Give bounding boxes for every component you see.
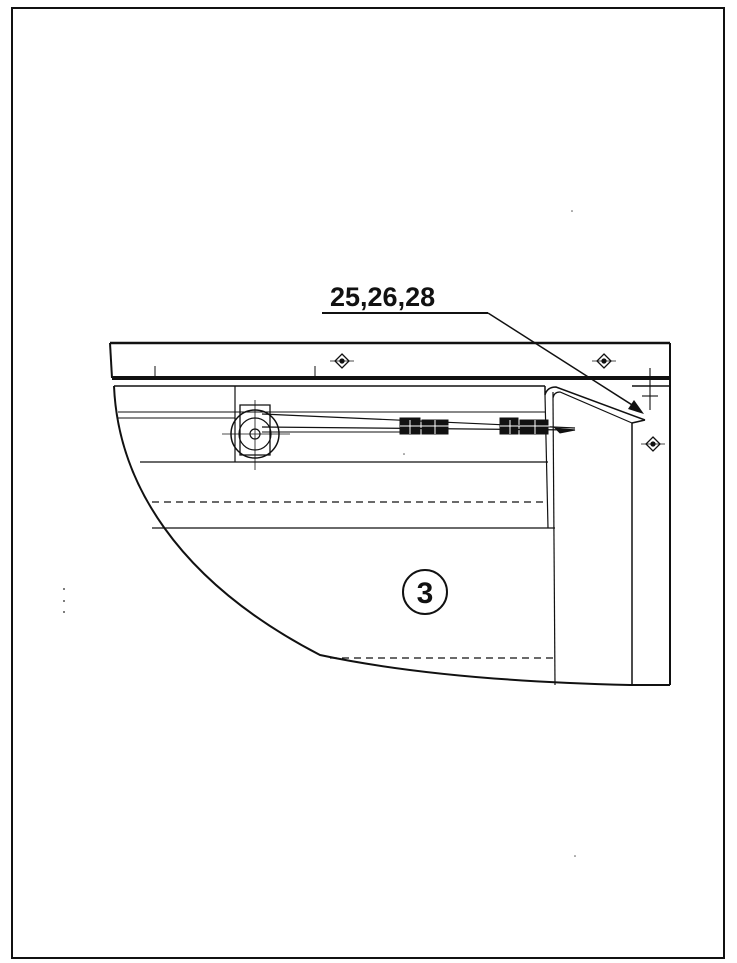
top-rail xyxy=(109,341,671,685)
callout-leader xyxy=(487,312,644,414)
callout-label: 25,26,28 xyxy=(330,282,435,312)
turnbuckle-1 xyxy=(399,417,450,435)
side-bracket xyxy=(544,386,646,686)
hull-body xyxy=(113,385,670,686)
fastener-symbol-2 xyxy=(592,353,616,369)
part-number-callout: 3 xyxy=(402,569,448,615)
part-number-label: 3 xyxy=(417,577,434,610)
page-frame xyxy=(11,7,725,959)
fastener-symbol-1 xyxy=(330,353,354,369)
turnbuckle-2 xyxy=(499,417,576,435)
fastener-symbol-3 xyxy=(641,436,665,452)
scan-specks xyxy=(63,210,576,857)
fastener-symbol-4 xyxy=(642,368,658,410)
pulley-assembly xyxy=(222,400,290,470)
